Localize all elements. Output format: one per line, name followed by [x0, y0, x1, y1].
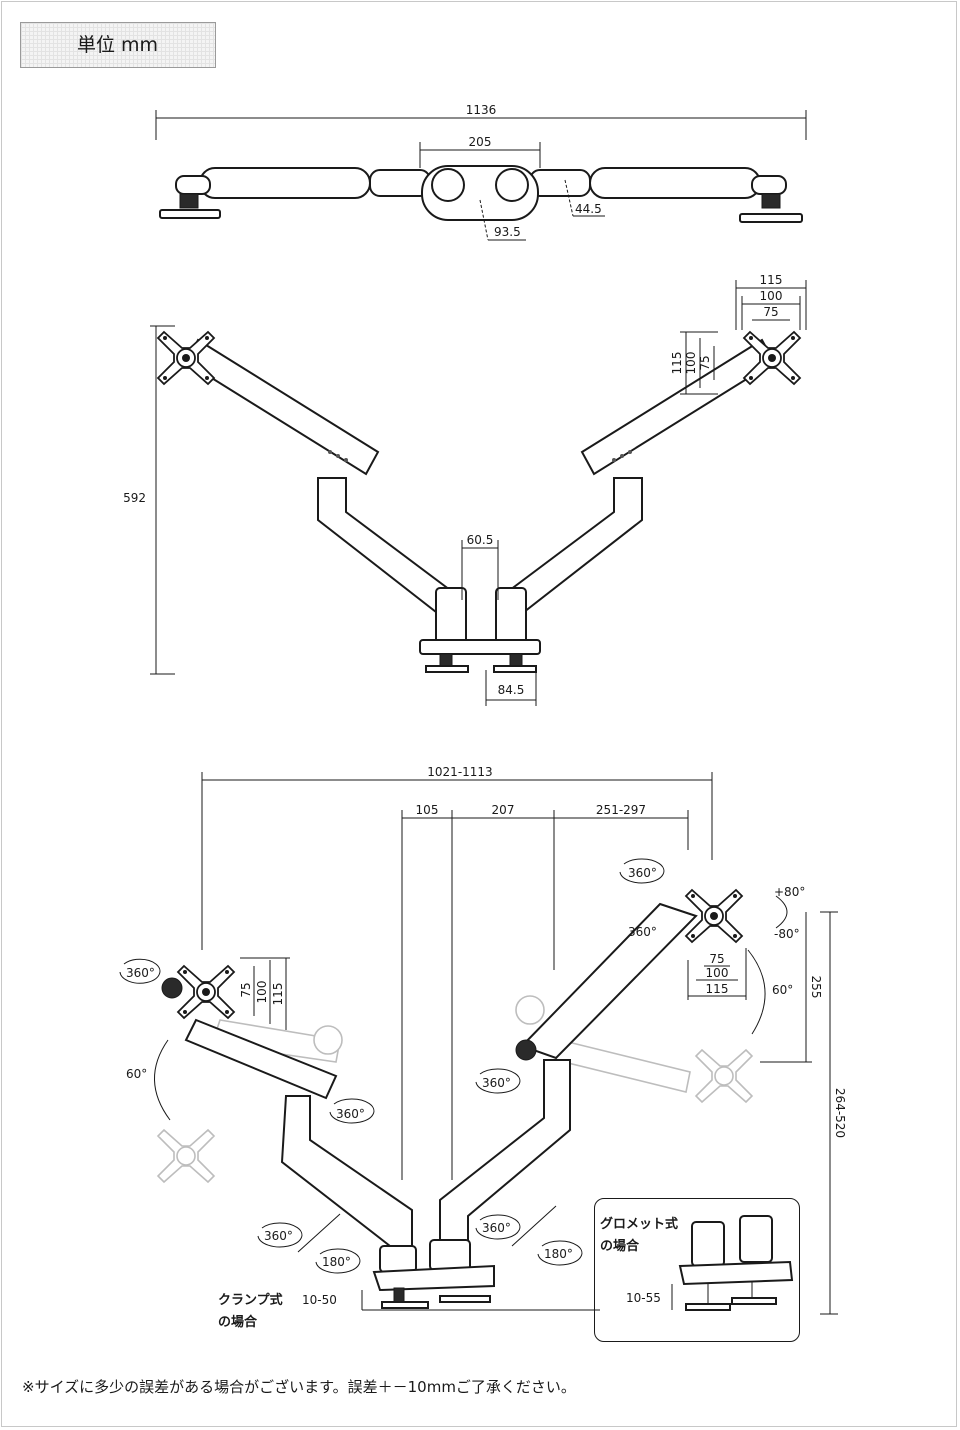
rot-label-3: 360°: [126, 966, 155, 980]
top-base-depth: 93.5: [494, 225, 521, 239]
front-vesa-inner-v: 75: [698, 355, 712, 370]
rot-label-1: 360°: [628, 866, 657, 880]
iso-vesa-mid-h: 100: [706, 966, 729, 980]
clamp-range: 10-50: [302, 1293, 337, 1307]
top-arm-diameter: 44.5: [575, 202, 602, 216]
top-center-width: 205: [469, 135, 492, 149]
iso-vesa-mid: 100: [255, 981, 269, 1004]
grommet-frame: [594, 1198, 800, 1342]
rot-base-1: 180°: [322, 1255, 351, 1269]
grommet-label-1: グロメット式: [600, 1216, 678, 1232]
grommet-range: 10-55: [626, 1291, 661, 1305]
rot-label-2: 360°: [628, 925, 657, 939]
front-vesa-outer: 115: [760, 273, 783, 287]
unit-label: 単位 mm: [20, 22, 216, 68]
grommet-inset: グロメット式 の場合 10-55: [600, 1215, 794, 1311]
tilt-up: +80°: [774, 885, 805, 899]
grommet-label-2: の場合: [600, 1238, 640, 1254]
rot-label-4: 360°: [482, 1076, 511, 1090]
iso-vesa-outer: 115: [271, 983, 285, 1006]
clamp-label-1: クランプ式: [218, 1292, 283, 1308]
clamp-label-2: の場合: [218, 1314, 258, 1330]
top-overall-width: 1136: [466, 103, 497, 117]
front-vesa-inner: 75: [763, 305, 778, 319]
iso-seg-a: 105: [416, 803, 439, 817]
front-base-width: 84.5: [498, 683, 525, 697]
swivel-right: 60°: [772, 983, 793, 997]
front-vesa-mid-v: 100: [684, 352, 698, 375]
front-pole-width: 60.5: [467, 533, 494, 547]
iso-height-range: 264-520: [833, 1088, 847, 1138]
top-view: 1136 205 93.5 44.5: [155, 103, 807, 241]
swivel-left: 60°: [126, 1067, 147, 1081]
front-height: 592: [123, 491, 146, 505]
iso-tilt-height: 255: [809, 976, 823, 999]
iso-seg-c: 251-297: [596, 803, 646, 817]
front-vesa-mid: 100: [760, 289, 783, 303]
footnote: ※サイズに多少の誤差がある場合がございます。誤差＋－10mmご了承ください。: [22, 1378, 576, 1396]
iso-vesa-inner: 75: [239, 982, 253, 997]
iso-vesa-inner-h: 75: [709, 952, 724, 966]
tilt-down: -80°: [774, 927, 800, 941]
iso-reach-total: 1021-1113: [427, 765, 492, 779]
rot-base-2: 180°: [544, 1247, 573, 1261]
front-view: 592 60.5 84.5 115 1: [123, 273, 807, 706]
front-vesa-outer-v: 115: [670, 352, 684, 375]
iso-seg-b: 207: [492, 803, 515, 817]
rot-label-7: 360°: [482, 1221, 511, 1235]
rot-label-5: 360°: [336, 1107, 365, 1121]
rot-label-6: 360°: [264, 1229, 293, 1243]
iso-view: 1021-1113 105 207 251-297 264-520 255: [119, 765, 847, 1330]
iso-vesa-outer-h: 115: [706, 982, 729, 996]
